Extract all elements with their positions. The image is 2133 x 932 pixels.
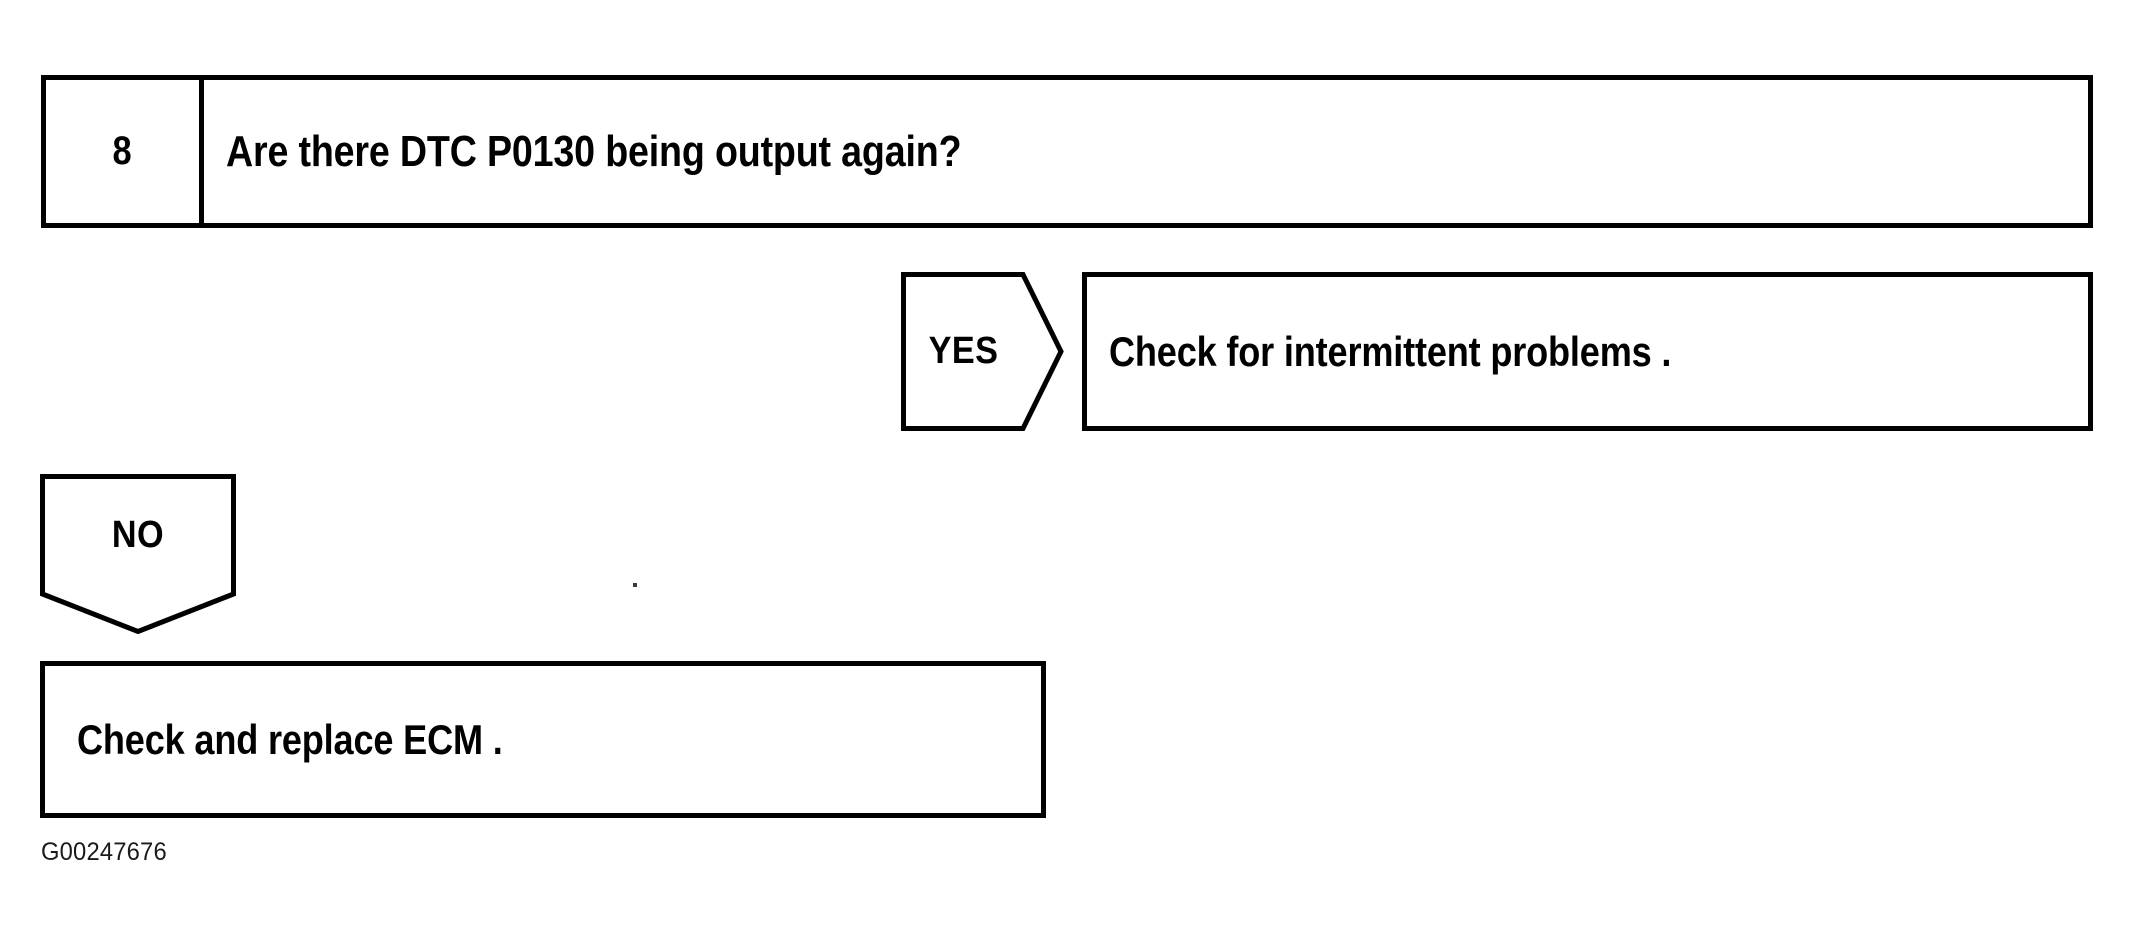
no-branch-label: NO [111,513,165,556]
scan-artifact-speck [633,583,637,587]
step-question-text: Are there DTC P0130 being output again? [226,126,962,176]
yes-branch-label: YES [928,330,999,372]
no-action-box: Check and replace ECM . [40,661,1046,818]
step-question-cell: Are there DTC P0130 being output again? [204,80,2088,223]
no-branch-pentagon [40,474,236,634]
yes-action-text: Check for intermittent problems . [1109,327,1672,375]
step-number: 8 [112,129,133,173]
no-pentagon-shape [40,474,236,634]
no-action-text: Check and replace ECM . [77,715,503,763]
figure-id-caption: G00247676 [41,838,167,866]
yes-branch-pentagon [901,272,1064,431]
yes-pentagon-shape [901,272,1064,431]
yes-action-box: Check for intermittent problems . [1082,272,2093,431]
step-number-cell: 8 [46,80,204,223]
step-question-row: 8 Are there DTC P0130 being output again… [41,75,2093,228]
